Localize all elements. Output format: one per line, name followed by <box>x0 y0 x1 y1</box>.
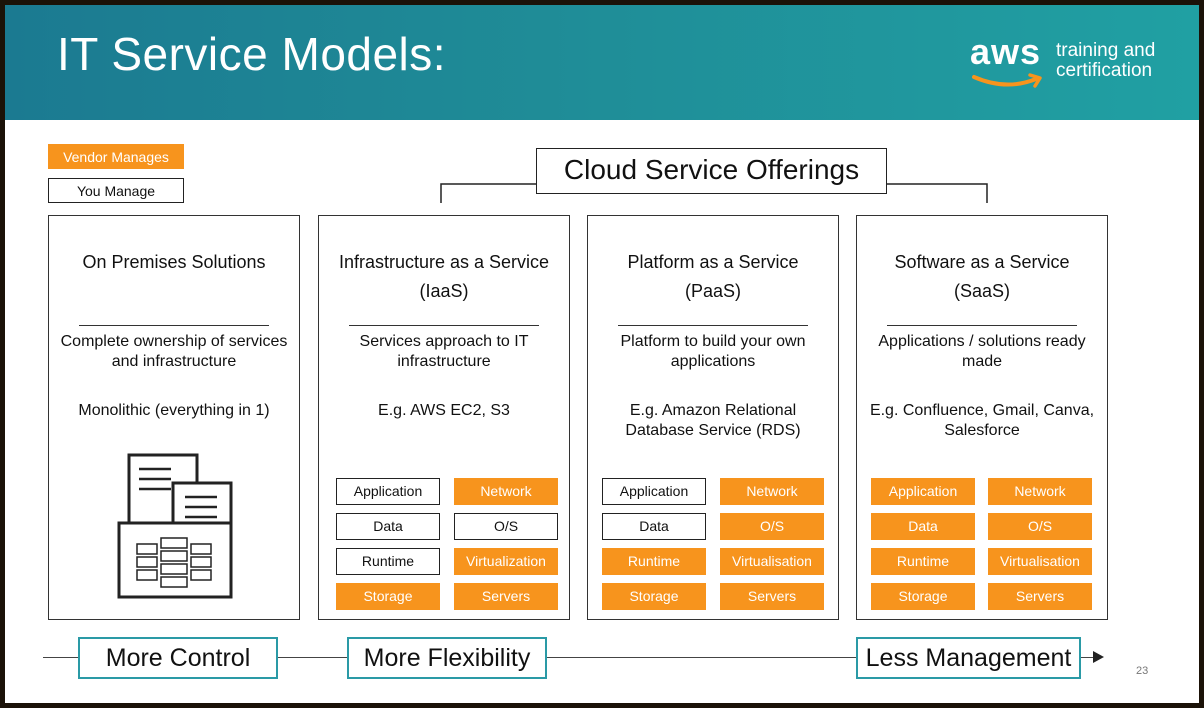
panel-description: Platform to build your own applications <box>594 332 832 372</box>
scale-arrow-line <box>43 657 1093 658</box>
panel-description-line2: and infrastructure <box>111 353 237 370</box>
panel-description-line1: Platform to build your own <box>620 333 806 350</box>
panel-title-line1: Infrastructure as a Service <box>338 252 550 272</box>
panel-description: Services approach to IT infrastructure <box>325 332 563 372</box>
divider <box>887 325 1077 326</box>
page-number: 23 <box>1136 665 1149 677</box>
stack-application: Application <box>871 478 975 505</box>
panel-title-line1: Software as a Service <box>894 252 1070 272</box>
panel-title: Infrastructure as a Service (IaaS) <box>319 248 569 306</box>
scale-more-flexibility: More Flexibility <box>347 637 547 679</box>
panel-description-line1: Applications / solutions ready <box>878 333 1086 350</box>
panel-title-line1: On Premises Solutions <box>82 252 266 272</box>
arrow-head-icon <box>1093 651 1104 663</box>
panel-iaas: Infrastructure as a Service (IaaS) Servi… <box>318 215 570 620</box>
logo-tagline: training and certification <box>1056 41 1155 81</box>
panel-description-line1: Services approach to IT <box>359 333 529 350</box>
stack-network: Network <box>454 478 558 505</box>
panel-description-line2: applications <box>670 353 756 370</box>
stack-data: Data <box>336 513 440 540</box>
scale-less-management: Less Management <box>856 637 1081 679</box>
aws-smile-icon <box>972 73 1042 88</box>
stack-virtualisation: Virtualisation <box>720 548 824 575</box>
stack-network: Network <box>988 478 1092 505</box>
panel-on-premises: On Premises Solutions Complete ownership… <box>48 215 300 620</box>
stack-network: Network <box>720 478 824 505</box>
stack-os: O/S <box>454 513 558 540</box>
scale-more-control: More Control <box>78 637 278 679</box>
panel-description-line1: Complete ownership of services <box>60 333 288 350</box>
server-documents-icon <box>117 453 233 599</box>
panel-title-line1: Platform as a Service <box>627 252 799 272</box>
panel-example-line1: E.g. AWS EC2, S3 <box>378 402 510 419</box>
panel-description-line2: infrastructure <box>397 353 491 370</box>
stack-runtime: Runtime <box>602 548 706 575</box>
logo-tagline-line2: certification <box>1056 60 1153 81</box>
legend-vendor-manages: Vendor Manages <box>48 144 184 169</box>
stack-virtualisation: Virtualisation <box>988 548 1092 575</box>
stack-os: O/S <box>720 513 824 540</box>
page-title: IT Service Models: <box>57 28 447 80</box>
stack-servers: Servers <box>988 583 1092 610</box>
panel-title-line2: (IaaS) <box>419 281 469 301</box>
panel-example: E.g. Amazon Relational Database Service … <box>594 401 832 441</box>
panel-example: Monolithic (everything in 1) <box>78 402 270 419</box>
stack-application: Application <box>602 478 706 505</box>
panel-example-line2: Database Service (RDS) <box>625 422 801 439</box>
stack-data: Data <box>871 513 975 540</box>
divider <box>349 325 539 326</box>
stack-servers: Servers <box>720 583 824 610</box>
stack-os: O/S <box>988 513 1092 540</box>
panel-saas: Software as a Service (SaaS) Application… <box>856 215 1108 620</box>
panel-example-line1: E.g. Confluence, Gmail, Canva, <box>869 402 1095 419</box>
slide: IT Service Models: aws training and cert… <box>5 5 1199 703</box>
panel-title: Software as a Service (SaaS) <box>857 248 1107 306</box>
legend-you-manage: You Manage <box>48 178 184 203</box>
panel-title: Platform as a Service (PaaS) <box>588 248 838 306</box>
panel-example: E.g. AWS EC2, S3 <box>325 401 563 421</box>
cloud-offerings-bracket <box>440 183 988 203</box>
stack-data: Data <box>602 513 706 540</box>
cloud-service-offerings-label: Cloud Service Offerings <box>536 148 887 194</box>
aws-logo: aws training and certification <box>970 31 1170 105</box>
panel-example-line1: E.g. Amazon Relational <box>629 402 797 419</box>
stack-runtime: Runtime <box>336 548 440 575</box>
panel-description-line2: made <box>961 353 1003 370</box>
panel-example: E.g. Confluence, Gmail, Canva, Salesforc… <box>863 401 1101 441</box>
logo-tagline-line1: training and <box>1056 40 1156 61</box>
stack-virtualization: Virtualization <box>454 548 558 575</box>
panel-description: Complete ownership of services and infra… <box>55 332 293 372</box>
panel-title-line2: (SaaS) <box>953 281 1011 301</box>
panel-paas: Platform as a Service (PaaS) Platform to… <box>587 215 839 620</box>
panel-example-line2: Salesforce <box>944 422 1020 439</box>
divider <box>618 325 808 326</box>
stack-servers: Servers <box>454 583 558 610</box>
panel-title: On Premises Solutions <box>49 248 299 277</box>
stack-storage: Storage <box>336 583 440 610</box>
panel-title-line2: (PaaS) <box>684 281 742 301</box>
stack-storage: Storage <box>871 583 975 610</box>
logo-word: aws <box>970 31 1042 72</box>
stack-storage: Storage <box>602 583 706 610</box>
divider <box>79 325 269 326</box>
panel-description: Applications / solutions ready made <box>863 332 1101 372</box>
stack-runtime: Runtime <box>871 548 975 575</box>
stack-application: Application <box>336 478 440 505</box>
header-bar: IT Service Models: aws training and cert… <box>5 5 1199 120</box>
